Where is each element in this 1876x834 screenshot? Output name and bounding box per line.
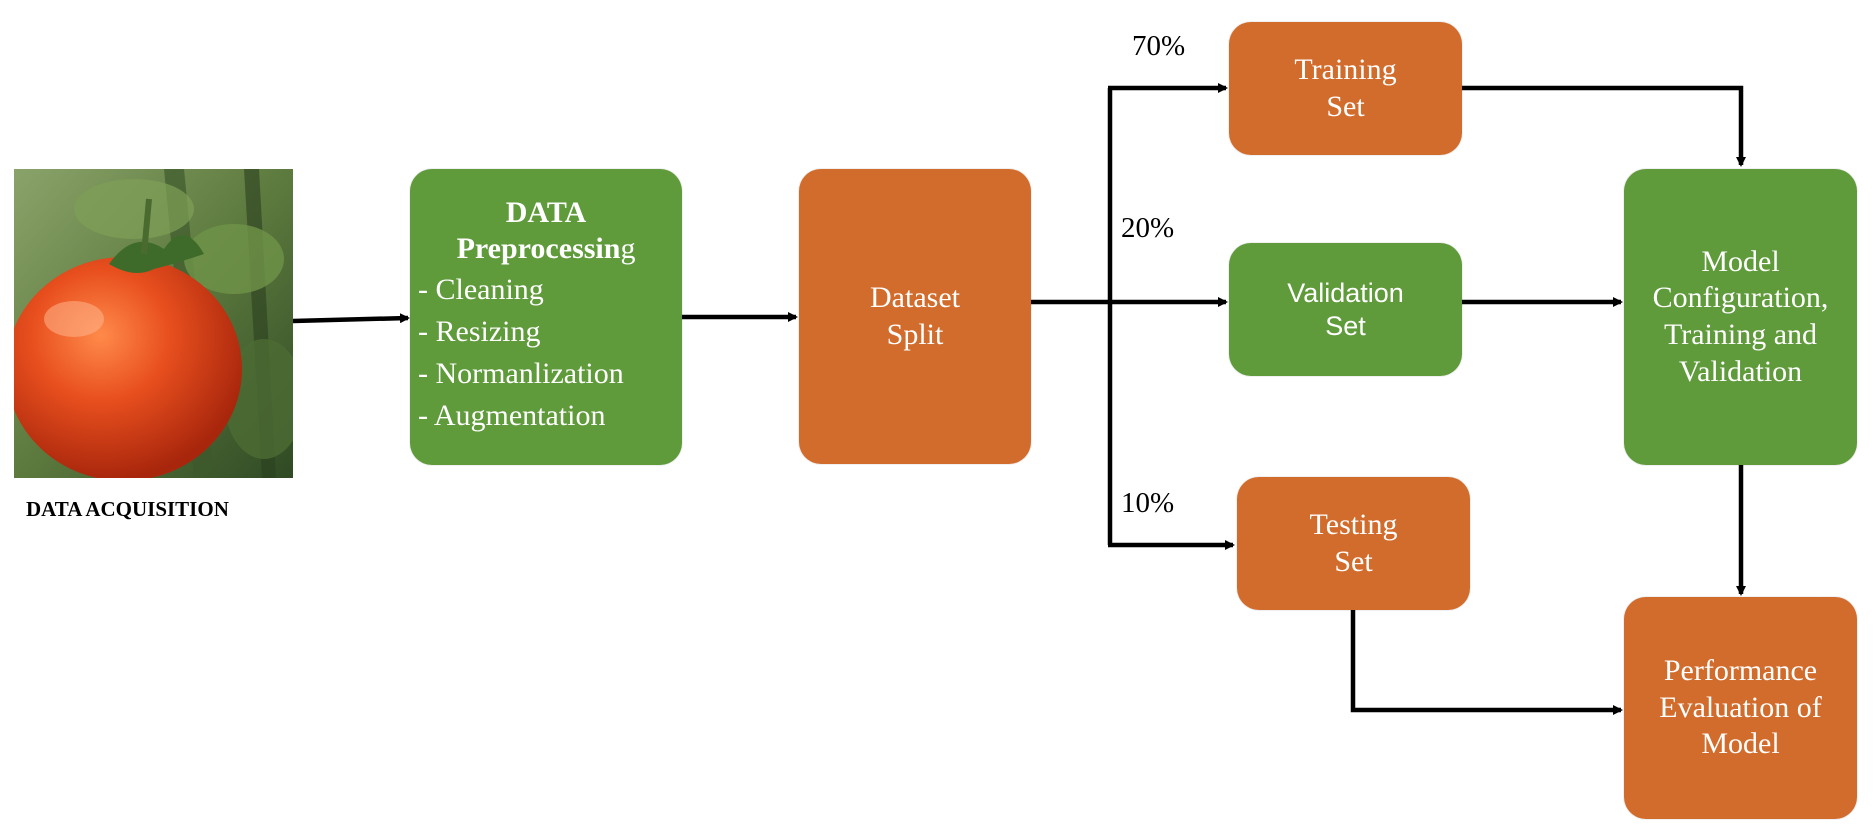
preprocessing-box: DATA Preprocessing - Cleaning - Resizing…	[410, 169, 682, 465]
split-line1: Dataset	[870, 280, 960, 314]
preprocessing-step: - Normanlization	[418, 357, 624, 390]
validation-set-box: Validation Set	[1229, 243, 1462, 376]
validation-percent-label: 20%	[1121, 212, 1175, 244]
preprocessing-step: - Resizing	[418, 315, 541, 348]
model-line3: Training and	[1663, 318, 1818, 351]
preprocessing-title-bold: Preprocessin	[456, 232, 621, 265]
training-percent-label: 70%	[1132, 30, 1186, 62]
evaluation-line2: Evaluation of	[1659, 690, 1822, 724]
training-line2: Set	[1326, 89, 1365, 123]
training-line1: Training	[1294, 52, 1397, 86]
model-line2: Configuration,	[1652, 281, 1829, 315]
preprocessing-step: - Cleaning	[418, 273, 544, 306]
validation-line2: Set	[1325, 310, 1366, 341]
testing-line2: Set	[1334, 544, 1373, 578]
evaluation-line3: Model	[1701, 727, 1780, 761]
arrow-training-to-model	[1462, 85, 1746, 167]
performance-evaluation-box: Performance Evaluation of Model	[1624, 597, 1857, 819]
model-configuration-box: Model Configuration, Training and Valida…	[1624, 169, 1857, 465]
dataset-split-box: Dataset Split	[799, 169, 1031, 464]
testing-line1: Testing	[1309, 507, 1398, 541]
preprocessing-title-line1: DATA	[505, 196, 587, 229]
arrow-testing-to-evaluation	[1350, 610, 1623, 715]
model-line1: Model	[1701, 244, 1780, 278]
testing-percent-label: 10%	[1121, 487, 1175, 519]
data-acquisition-label: DATA ACQUISITION	[26, 497, 229, 521]
arrow-acquisition-to-preprocessing	[292, 313, 410, 324]
preprocessing-title-line2: Preprocessing	[410, 231, 682, 267]
testing-set-box: Testing Set	[1237, 477, 1470, 610]
training-set-box: Training Set	[1229, 22, 1462, 155]
validation-line1: Validation	[1287, 277, 1404, 308]
tomato-photo	[14, 169, 293, 478]
preprocessing-step: - Augmentation	[418, 399, 606, 432]
preprocessing-title-tail: g	[620, 232, 636, 265]
split-line2: Split	[886, 317, 944, 351]
model-line4: Validation	[1678, 354, 1803, 388]
preprocessing-steps: - Cleaning - Resizing - Normanlization -…	[410, 269, 624, 437]
evaluation-line1: Performance	[1663, 654, 1818, 688]
